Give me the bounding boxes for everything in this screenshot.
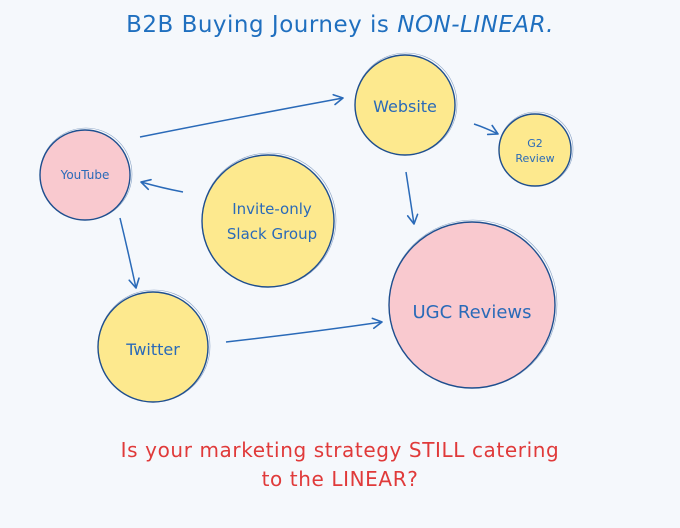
node-youtube-label: YouTube: [60, 168, 110, 182]
node-twitter: Twitter: [97, 289, 211, 403]
arrow-website-to-g2: [473, 123, 499, 136]
title-emphasis: NON-LINEAR.: [397, 12, 554, 38]
node-youtube: YouTube: [39, 127, 133, 221]
node-twitter-label: Twitter: [125, 340, 180, 359]
arrow-twitter-to-ugc: [225, 317, 383, 343]
arrow-youtube-to-twitter: [119, 217, 140, 289]
node-ugc-label: UGC Reviews: [412, 302, 531, 323]
node-slack-group: Invite-only Slack Group: [201, 152, 337, 288]
question-line2: to the LINEAR?: [261, 467, 419, 491]
node-website-label: Website: [373, 97, 437, 116]
arrow-youtube-to-website: [139, 93, 344, 138]
arrow-website-to-ugc: [405, 171, 419, 225]
node-g2-label-line2: Review: [515, 152, 554, 165]
diagram-title: B2B Buying Journey is NON-LINEAR.: [0, 12, 680, 38]
node-ugc-reviews: UGC Reviews: [388, 219, 558, 389]
node-slack-label-line2: Slack Group: [227, 225, 317, 243]
node-slack-label-line1: Invite-only: [232, 200, 312, 218]
question-line1: Is your marketing strategy STILL caterin…: [120, 438, 560, 462]
arrow-slack-to-youtube: [140, 178, 184, 193]
connectors: [119, 93, 499, 343]
node-website: Website: [354, 52, 458, 156]
title-text: B2B Buying Journey is: [126, 12, 398, 38]
node-g2-review: G2 Review: [498, 111, 574, 187]
node-g2-label-line1: G2: [527, 137, 543, 150]
